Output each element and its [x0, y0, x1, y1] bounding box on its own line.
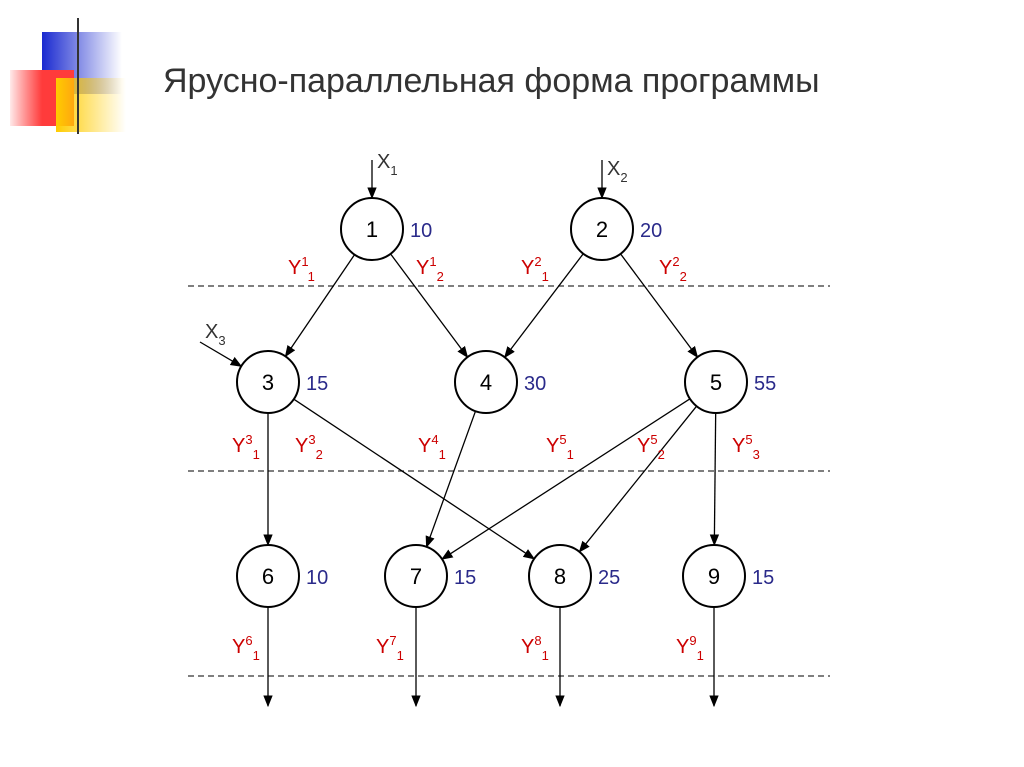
edge-1-3 — [284, 254, 356, 358]
node-label: 6 — [262, 564, 274, 589]
output-label-y4_1: Y41 — [418, 432, 446, 462]
node-2: 2 20 — [570, 197, 662, 261]
node-label: 9 — [708, 564, 720, 589]
node-circle — [570, 197, 634, 261]
output-label-y3_1: Y31 — [232, 432, 260, 462]
node-circle — [384, 544, 448, 608]
node-weight: 55 — [754, 373, 776, 395]
node-circle — [340, 197, 404, 261]
output-label-y3_2: Y32 — [295, 432, 323, 462]
output-label-y5_2: Y52 — [637, 432, 665, 462]
node-label: 8 — [554, 564, 566, 589]
edge-5-8 — [578, 405, 698, 553]
node-label: 3 — [262, 370, 274, 395]
node-weight: 25 — [598, 567, 620, 589]
output-label-y7_1: Y71 — [376, 633, 404, 663]
input-label-x3: X3 — [205, 321, 226, 348]
output-label-y5_3: Y53 — [732, 432, 760, 462]
node-weight: 15 — [752, 567, 774, 589]
node-label: 4 — [480, 370, 492, 395]
page-title: Ярусно-параллельная форма программы — [163, 62, 820, 100]
node-weight: 10 — [306, 567, 328, 589]
node-8: 8 25 — [528, 544, 620, 608]
decor-yellow-block — [56, 78, 126, 132]
output-label-y1_2: Y12 — [416, 254, 444, 284]
output-label-y9_1: Y91 — [676, 633, 704, 663]
node-6: 6 10 — [236, 544, 328, 608]
node-9: 9 15 — [682, 544, 774, 608]
node-circle — [236, 350, 300, 414]
edge-1-4 — [390, 253, 469, 359]
node-weight: 10 — [410, 220, 432, 242]
node-label: 5 — [710, 370, 722, 395]
node-1: 1 10 — [340, 197, 432, 261]
node-circle — [454, 350, 518, 414]
edge-5-9 — [709, 412, 720, 547]
output-label-y1_1: Y11 — [288, 254, 315, 284]
node-weight: 20 — [640, 220, 662, 242]
output-label-y2_2: Y22 — [659, 254, 687, 284]
edge-2-5 — [620, 253, 699, 359]
node-circle — [684, 350, 748, 414]
node-7: 7 15 — [384, 544, 476, 608]
input-label-x1: X1 — [377, 151, 398, 178]
node-circle — [528, 544, 592, 608]
node-label: 2 — [596, 217, 608, 242]
edge-5-7 — [441, 398, 691, 560]
node-weight: 15 — [306, 373, 328, 395]
input-label-x2: X2 — [607, 158, 628, 185]
node-weight: 30 — [524, 373, 546, 395]
edges — [199, 160, 720, 708]
edge-3-8 — [293, 398, 536, 560]
output-label-y8_1: Y81 — [521, 633, 549, 663]
node-label: 7 — [410, 564, 422, 589]
output-label-y5_1: Y51 — [546, 432, 574, 462]
output-label-y6_1: Y61 — [232, 633, 260, 663]
node-weight: 15 — [454, 567, 476, 589]
node-circle — [682, 544, 746, 608]
node-label: 1 — [366, 217, 378, 242]
output-label-y2_1: Y21 — [521, 254, 549, 284]
node-3: 3 15 — [236, 350, 328, 414]
node-4: 4 30 — [454, 350, 546, 414]
corner-decoration — [10, 18, 1000, 134]
edge-2-4 — [504, 253, 584, 359]
node-circle — [236, 544, 300, 608]
edge-4-7 — [425, 410, 477, 548]
tier-separators — [188, 285, 830, 677]
input-arrow-x3 — [199, 341, 243, 367]
